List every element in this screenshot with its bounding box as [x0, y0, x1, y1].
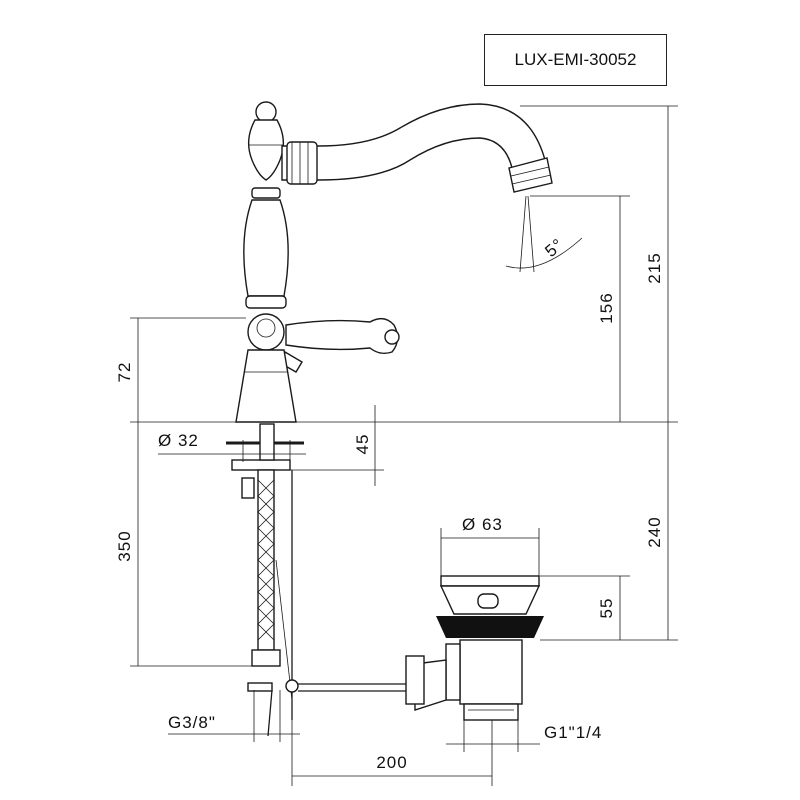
dim-200: 200: [376, 753, 407, 772]
inlet-nut: [241, 477, 255, 499]
lever-handle: [285, 317, 399, 355]
pop-up-drain: [405, 575, 544, 721]
dim-diameter-63: Ø 63: [462, 515, 503, 534]
dim-diameter-32: Ø 32: [158, 431, 199, 450]
spout: [281, 103, 546, 181]
dim-350: 350: [115, 530, 134, 561]
product-code-box: LUX-EMI-30052: [484, 34, 667, 86]
dimension-lines: [130, 105, 678, 786]
dim-45: 45: [353, 434, 372, 455]
product-code: LUX-EMI-30052: [514, 50, 637, 69]
dim-72: 72: [115, 362, 134, 383]
spout-collar: [286, 141, 318, 185]
rod-pivot: [285, 679, 299, 693]
flex-hose: [257, 469, 275, 651]
column: [243, 199, 289, 297]
top-knob: [255, 101, 277, 123]
drain-lever-nut: [405, 655, 425, 705]
dim-55: 55: [597, 598, 616, 619]
dim-g3-8: G3/8": [168, 713, 216, 732]
dim-156: 156: [597, 292, 616, 323]
dim-240: 240: [645, 516, 664, 547]
drain-cap: [440, 575, 540, 587]
drain-body: [459, 639, 523, 705]
dim-g1-1-4: G1"1/4: [544, 723, 602, 742]
dim-5-degrees: 5°: [541, 235, 567, 261]
faucet: [235, 101, 553, 423]
drain-flange: [436, 616, 544, 638]
hose-nut: [251, 649, 281, 667]
top-finial: [247, 119, 285, 181]
dim-215: 215: [645, 252, 664, 283]
dimension-texts: 215 156 72 350 240 55 45 Ø 32 Ø 63 200 G…: [115, 235, 664, 772]
under-deck: [226, 423, 414, 737]
